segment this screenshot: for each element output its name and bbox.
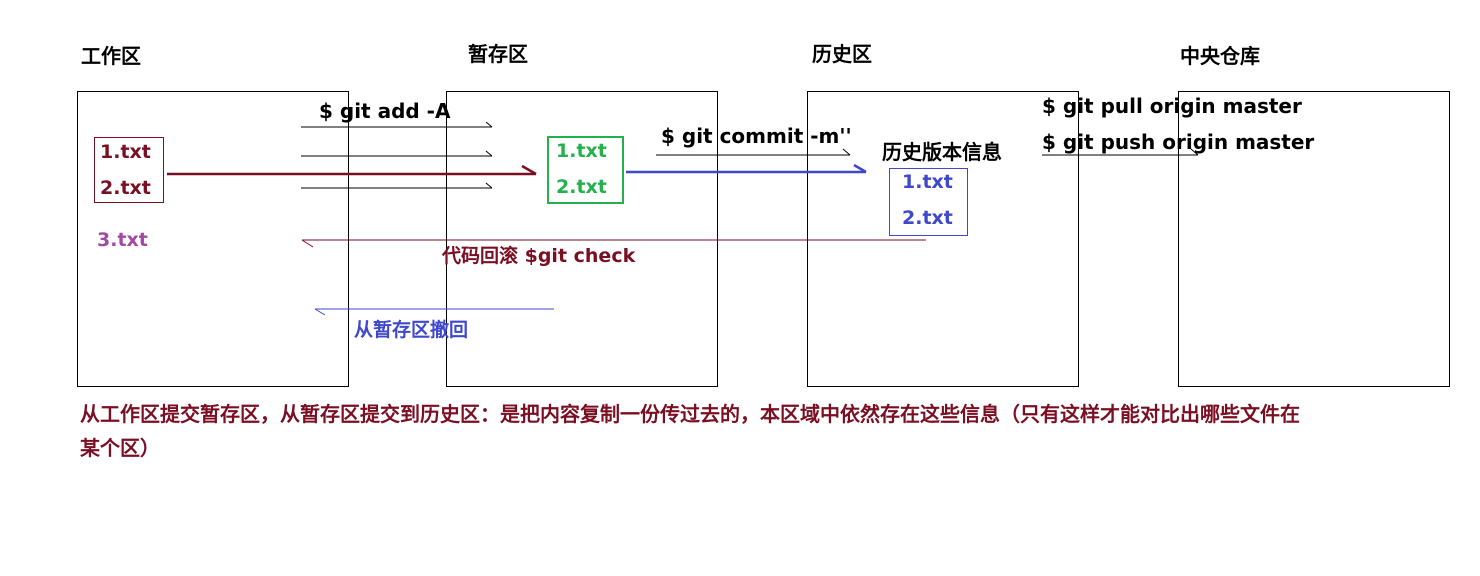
rollback-arrow bbox=[301, 239, 926, 248]
work-area-box bbox=[77, 91, 349, 387]
history-area-box bbox=[807, 91, 1079, 387]
git-commit-arrow bbox=[656, 148, 851, 156]
work-file-3: 3.txt bbox=[97, 229, 148, 251]
work-area-title: 工作区 bbox=[81, 44, 141, 68]
unstage-label: 从暂存区撤回 bbox=[354, 319, 469, 341]
git-add-arrowhead-3 bbox=[485, 182, 493, 189]
history-file-1: 1.txt bbox=[902, 171, 953, 193]
work-file-1: 1.txt bbox=[100, 141, 151, 163]
staging-file-1: 1.txt bbox=[556, 140, 607, 162]
rollback-label: 代码回滚 $git check bbox=[442, 245, 636, 267]
git-pull-command: $ git pull origin master bbox=[1042, 94, 1302, 118]
work-to-staging-arrow bbox=[167, 164, 537, 176]
history-files-box bbox=[889, 168, 968, 236]
history-to-remote-arrow bbox=[1042, 148, 1199, 156]
git-add-arrows bbox=[301, 121, 493, 189]
work-files-box bbox=[94, 137, 164, 203]
staging-area-box bbox=[446, 91, 718, 387]
staging-file-2: 2.txt bbox=[556, 176, 607, 198]
staging-to-history-arrow bbox=[626, 163, 867, 174]
remote-repo-box bbox=[1178, 91, 1450, 387]
git-commit-command: $ git commit -m'' bbox=[661, 124, 852, 148]
remote-repo-title: 中央仓库 bbox=[1180, 44, 1260, 68]
git-push-command: $ git push origin master bbox=[1042, 130, 1315, 154]
git-add-command: $ git add -A bbox=[319, 99, 451, 123]
history-version-label: 历史版本信息 bbox=[882, 140, 1002, 164]
staging-files-box bbox=[547, 136, 624, 204]
git-add-arrowhead-2 bbox=[485, 150, 493, 157]
work-file-2: 2.txt bbox=[100, 177, 151, 199]
staging-area-title: 暂存区 bbox=[468, 42, 528, 66]
history-file-2: 2.txt bbox=[902, 207, 953, 229]
unstage-arrow bbox=[314, 308, 554, 316]
diagram-caption: 从工作区提交暂存区，从暂存区提交到历史区：是把内容复制一份传过去的，本区域中依然… bbox=[80, 402, 1300, 460]
git-add-arrowhead-1 bbox=[485, 121, 493, 128]
history-area-title: 历史区 bbox=[812, 42, 872, 66]
